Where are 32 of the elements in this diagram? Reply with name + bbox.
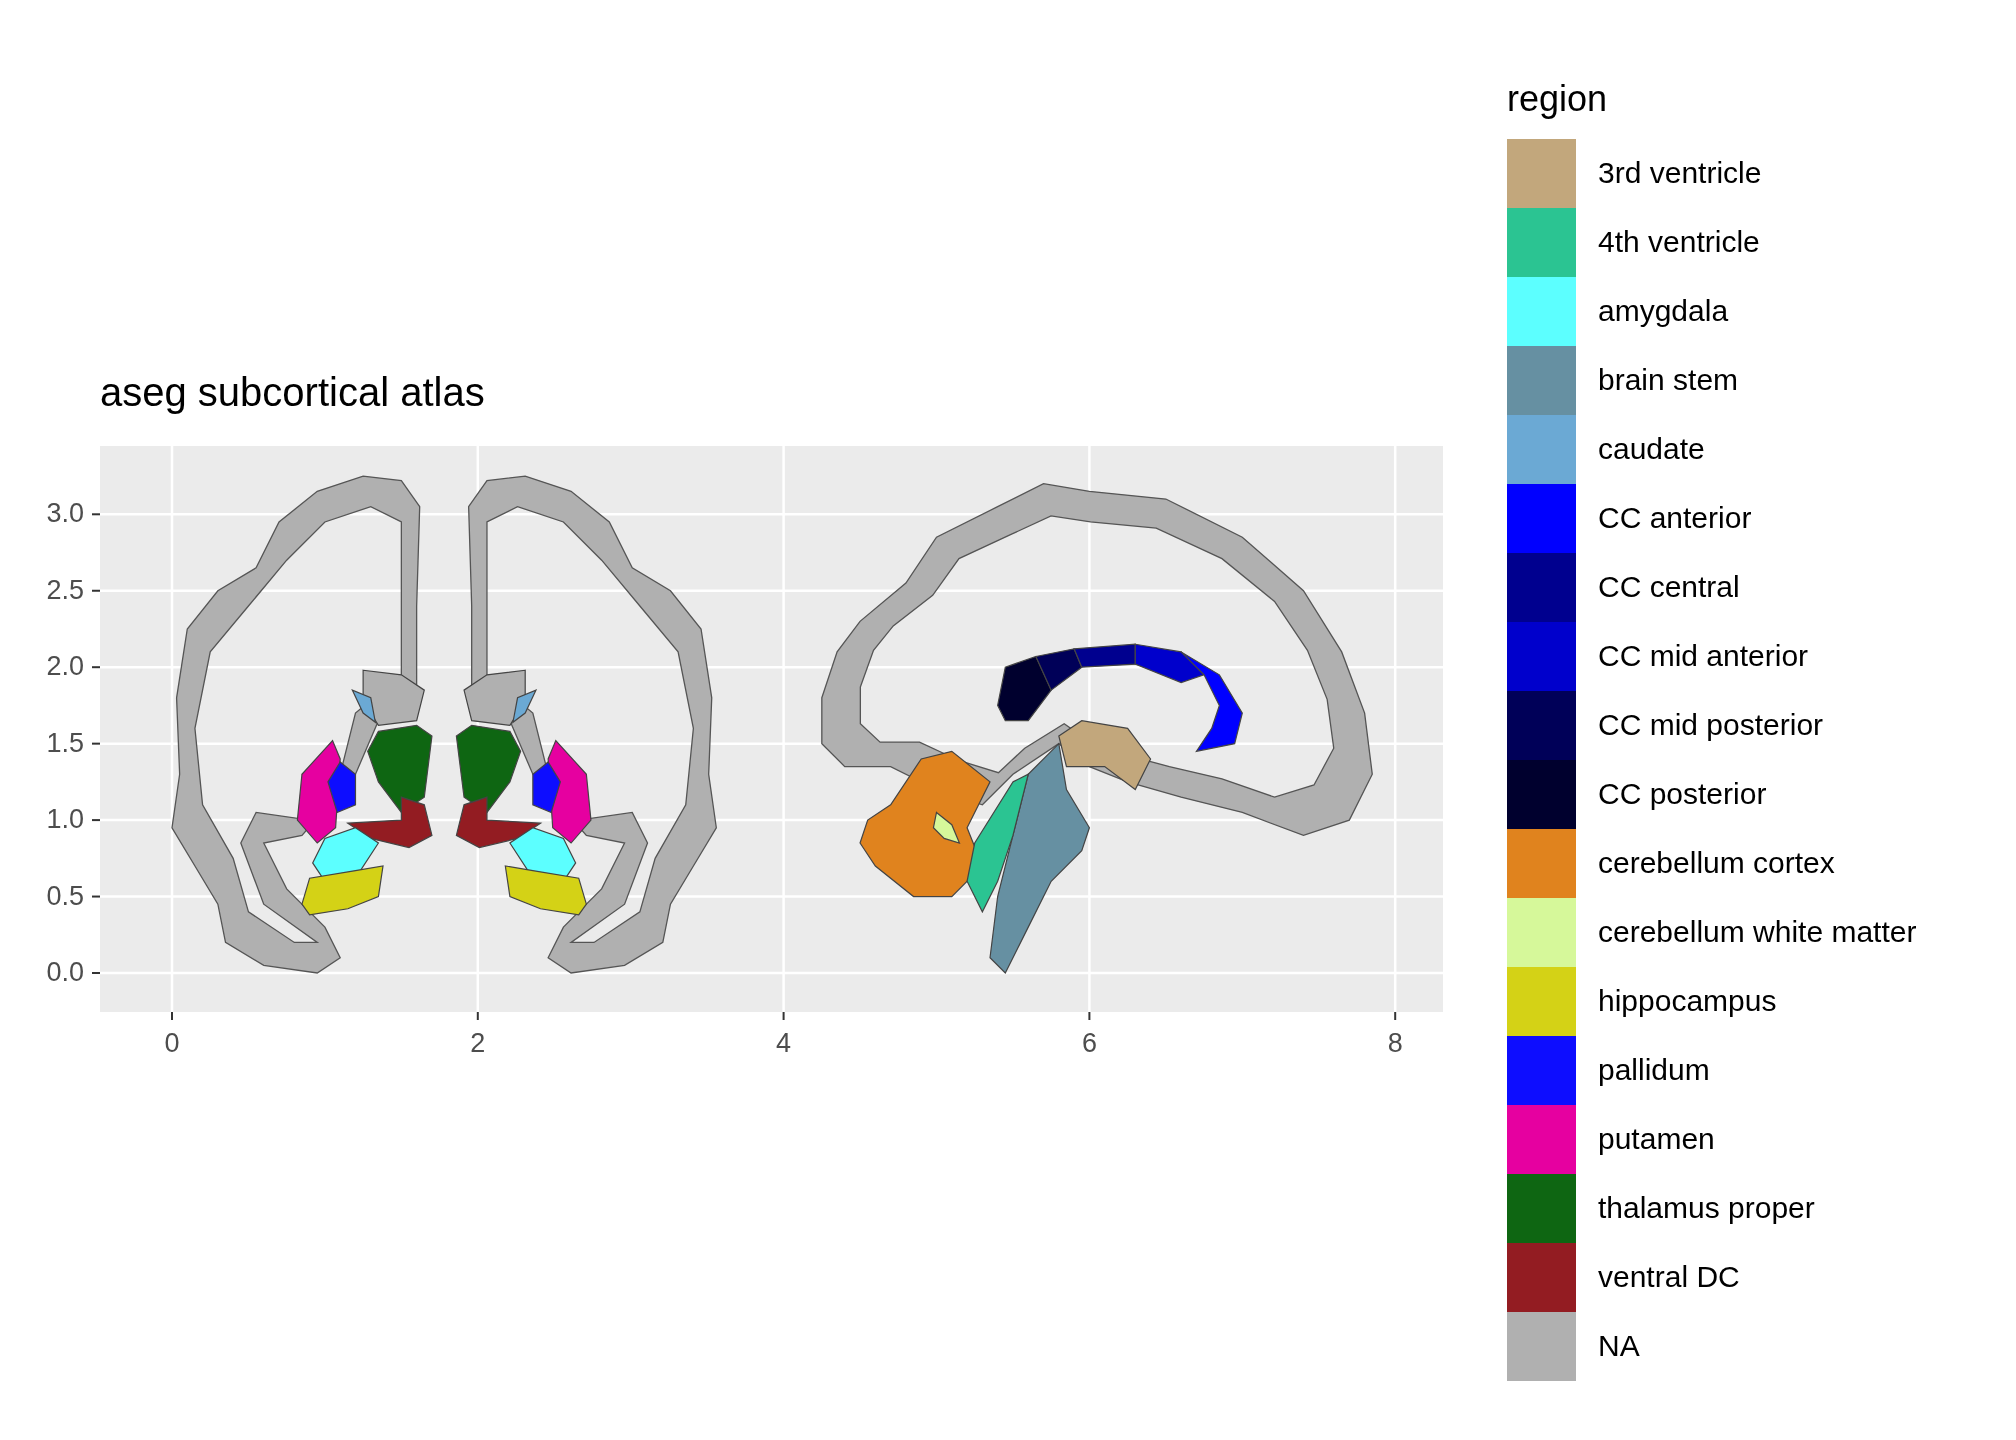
legend-label: NA (1598, 1329, 1640, 1363)
legend-label: amygdala (1598, 294, 1729, 328)
chart-title: aseg subcortical atlas (100, 370, 485, 415)
legend-label: CC central (1598, 570, 1740, 604)
axis-tick-label: 2.0 (46, 651, 84, 683)
axis-tick-label: 2.5 (46, 574, 84, 606)
legend-title: region (1507, 78, 1608, 120)
axis-tick-label: 0.0 (46, 957, 84, 988)
legend-label: CC mid posterior (1598, 708, 1824, 742)
legend-label: 3rd ventricle (1598, 156, 1762, 190)
legend-label: CC anterior (1598, 501, 1752, 535)
legend-label: thalamus proper (1598, 1191, 1815, 1225)
legend-label: brain stem (1598, 363, 1739, 397)
legend-label: putamen (1598, 1122, 1715, 1156)
axis-tick-label: 2 (469, 1028, 487, 1059)
legend-label: CC mid anterior (1598, 639, 1809, 673)
axis-tick-label: 6 (1080, 1028, 1098, 1059)
axis-tick-label: 4 (775, 1028, 793, 1059)
axis-tick-label: 1.5 (46, 727, 84, 759)
legend-label: cerebellum cortex (1598, 846, 1835, 880)
legend-label: cerebellum white matter (1598, 915, 1917, 949)
legend-label: ventral DC (1598, 1260, 1740, 1294)
legend-label: hippocampus (1598, 984, 1777, 1018)
axis-tick-label: 0.5 (46, 880, 84, 912)
axis-tick-label: 0 (163, 1028, 181, 1059)
axis-tick-label: 3.0 (46, 498, 84, 530)
axis-tick-label: 1.0 (46, 804, 84, 836)
legend-label: 4th ventricle (1598, 225, 1760, 259)
legend-label: caudate (1598, 432, 1705, 466)
axis-tick-label: 8 (1386, 1028, 1404, 1059)
legend-label: pallidum (1598, 1053, 1710, 1087)
legend-label: CC posterior (1598, 777, 1767, 811)
